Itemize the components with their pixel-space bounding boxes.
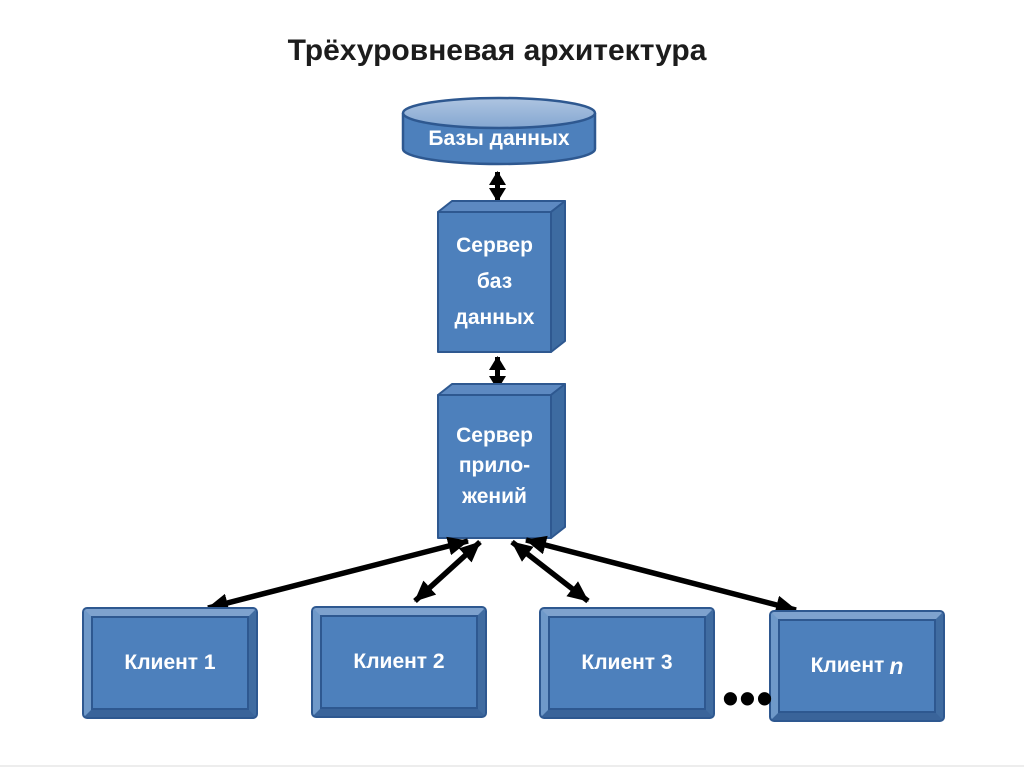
slide-bottom-edge (0, 765, 1024, 767)
client-2-box: Клиент 2 (313, 608, 485, 716)
app-server-box (437, 383, 566, 539)
db-server-box (437, 200, 566, 353)
client-n-suffix: n (889, 652, 904, 679)
client-n-label: Клиент (810, 654, 885, 677)
client-1-box: Клиент 1 (84, 609, 256, 717)
arrow-appserver-client2 (413, 539, 482, 604)
database-cylinder (401, 96, 597, 166)
arrow-appserver-client1 (207, 536, 469, 613)
client-2-label: Клиент 2 (353, 650, 445, 673)
client-3-box: Клиент 3 (541, 609, 713, 717)
client-1-label: Клиент 1 (124, 651, 216, 674)
client-3-label: Клиент 3 (581, 651, 673, 674)
arrow-appserver-clientn (525, 535, 797, 615)
clients-ellipsis: ••• (722, 672, 774, 724)
page-title: Трёхуровневая архитектура (287, 34, 707, 67)
